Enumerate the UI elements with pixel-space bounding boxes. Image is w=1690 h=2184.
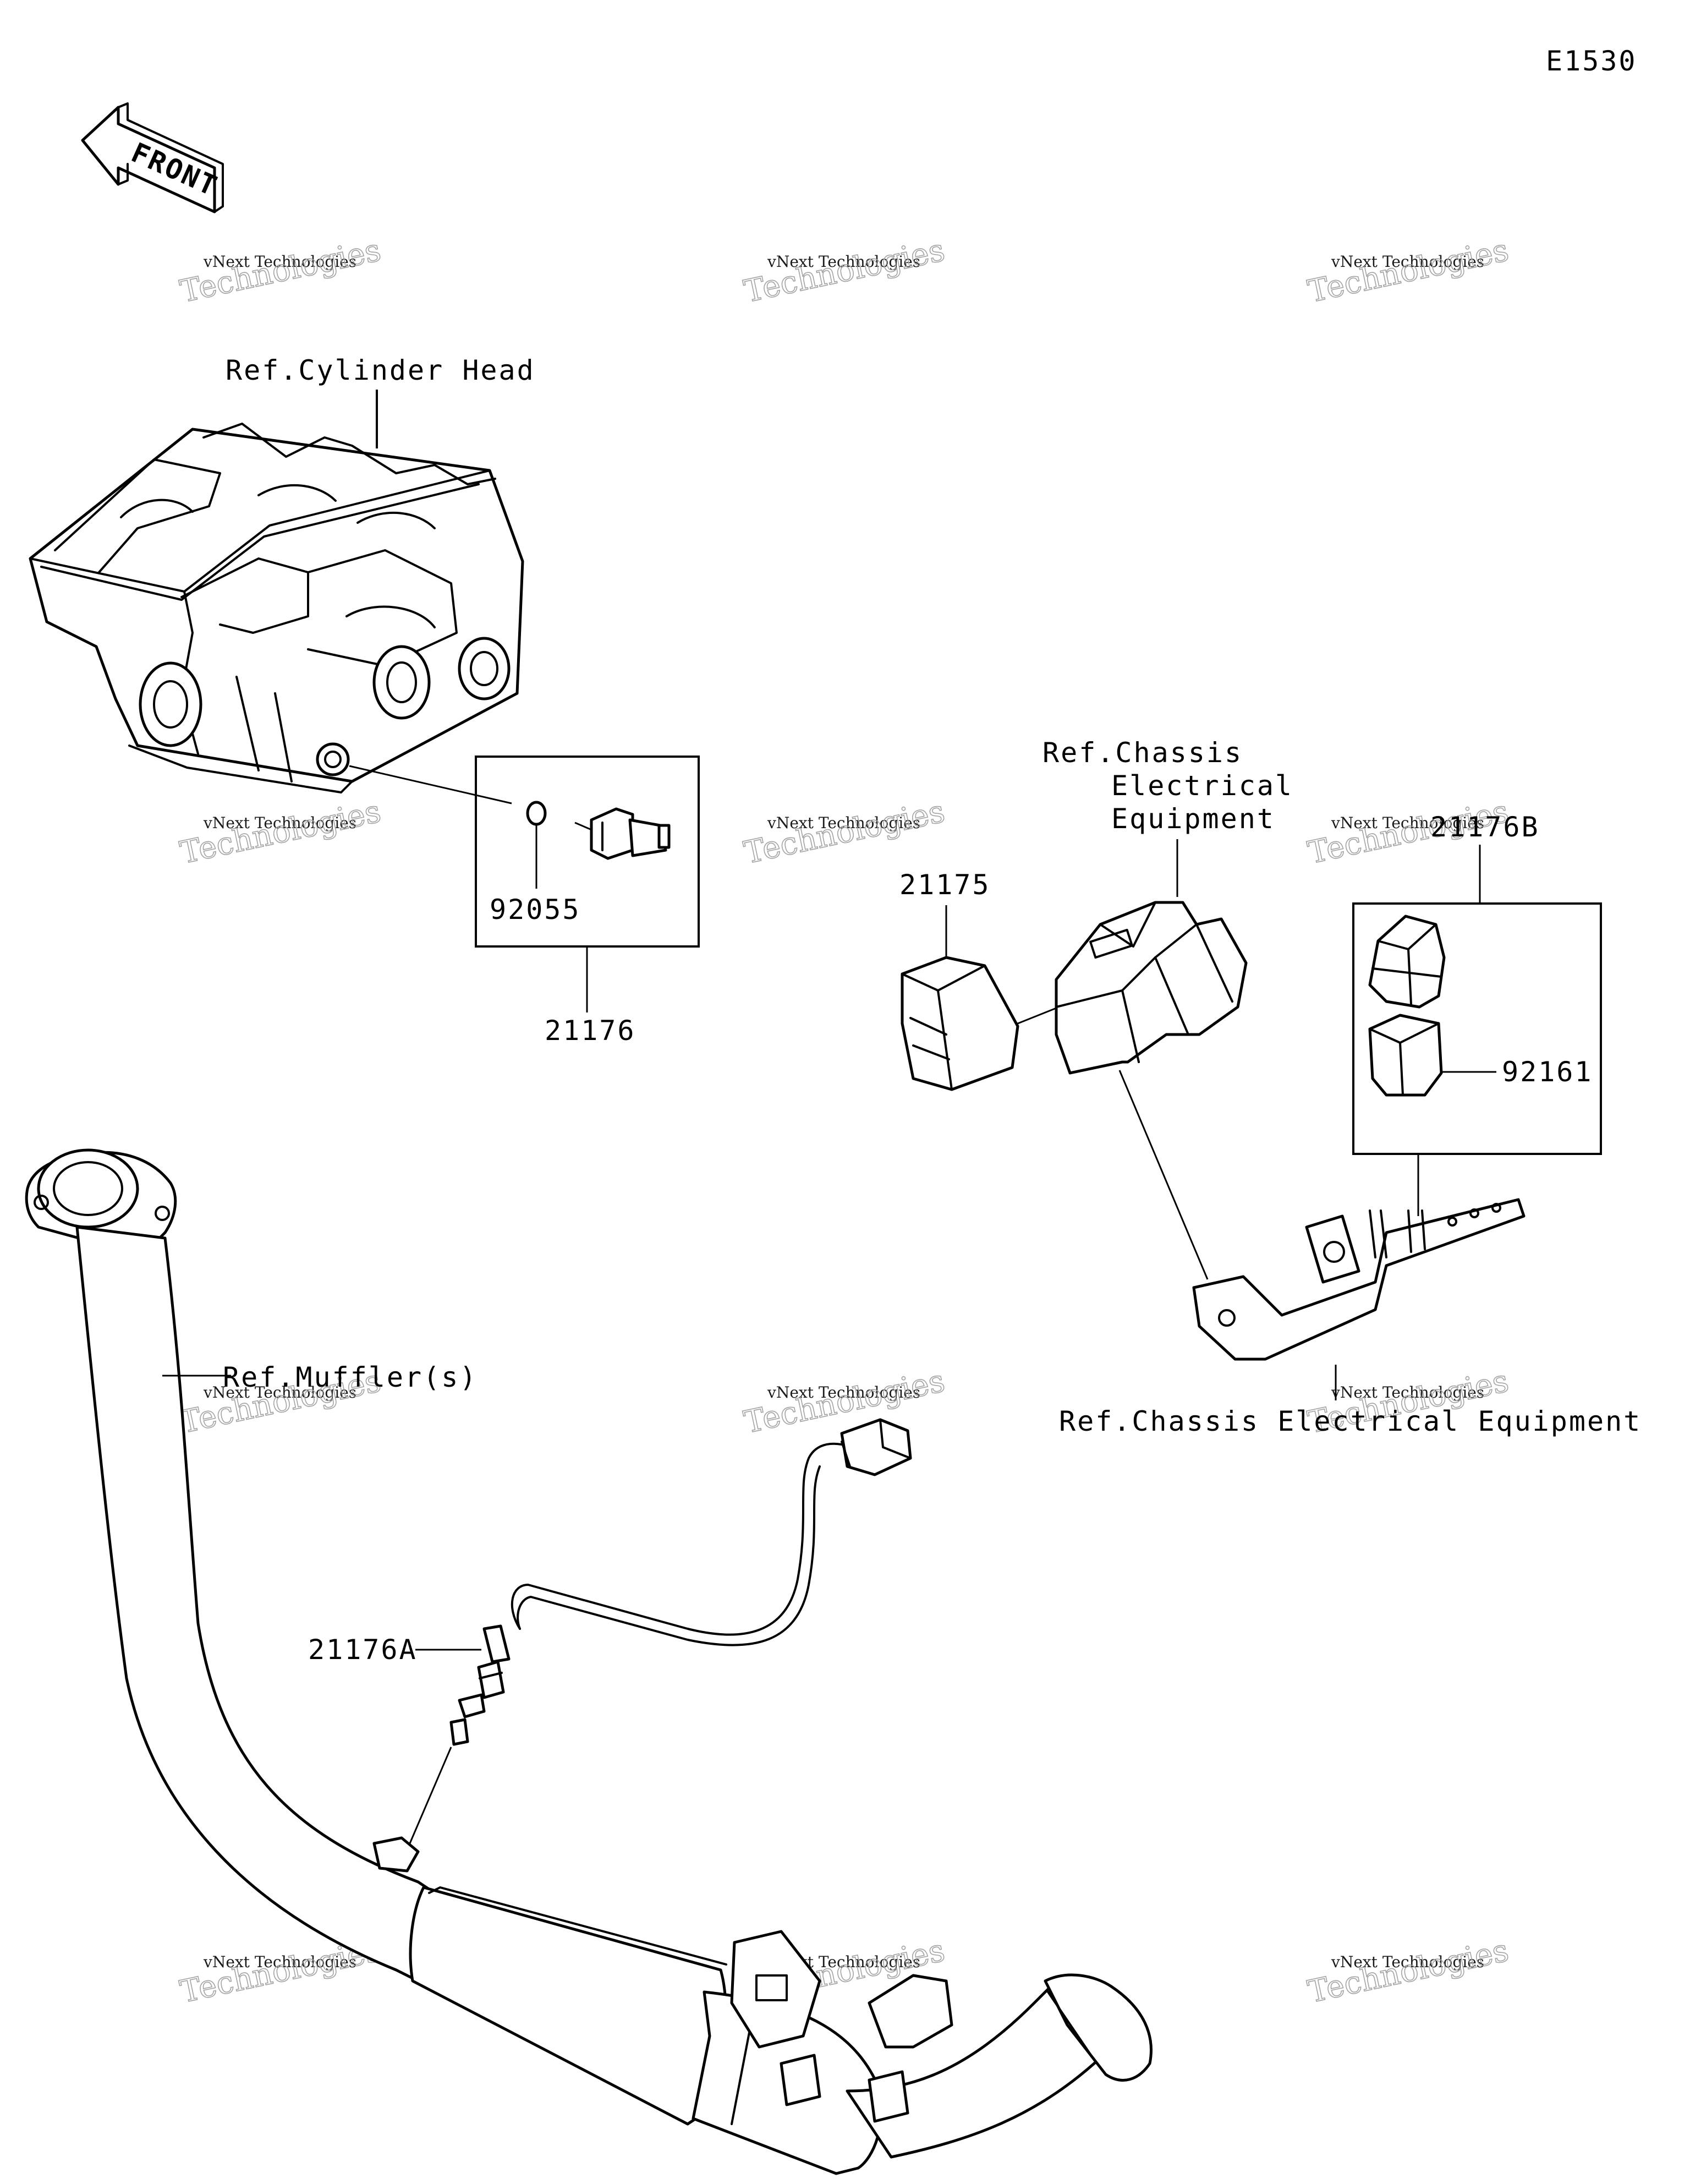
washer-92055-drawing xyxy=(526,801,547,826)
part-21176A-label: 21176A xyxy=(308,1634,418,1666)
part-21175-label: 21175 xyxy=(899,869,991,901)
ref-chassis-label-line3: Equipment xyxy=(1111,803,1275,835)
connector-21176B-drawing xyxy=(1368,915,1446,1009)
front-arrow-icon: FRONT xyxy=(81,102,224,214)
svg-text:Technologies: Technologies xyxy=(177,793,384,871)
cylinder-head-drawing xyxy=(29,423,524,793)
svg-text:vNext Technologies: vNext Technologies xyxy=(1331,1953,1484,1971)
svg-text:vNext Technologies: vNext Technologies xyxy=(767,1383,920,1402)
part-92161-label: 92161 xyxy=(1502,1056,1593,1088)
connector-21175-drawing xyxy=(901,956,1019,1091)
svg-text:Technologies: Technologies xyxy=(741,232,948,310)
svg-text:vNext Technologies: vNext Technologies xyxy=(203,253,356,271)
temperature-sensor-drawing xyxy=(574,807,671,860)
part-92055-label: 92055 xyxy=(490,894,581,926)
watermark: vNext Technologies Technologies xyxy=(740,1362,948,1441)
svg-text:vNext Technologies: vNext Technologies xyxy=(203,1383,356,1402)
svg-text:vNext Technologies: vNext Technologies xyxy=(1331,814,1484,832)
cover-92161-drawing xyxy=(1368,1014,1443,1097)
svg-text:vNext Technologies: vNext Technologies xyxy=(203,814,356,832)
ref-chassis-label-line1: Ref.Chassis xyxy=(1042,737,1243,769)
svg-text:vNext Technologies: vNext Technologies xyxy=(767,814,920,832)
part-21176B-label: 21176B xyxy=(1430,811,1540,843)
part-21176-label: 21176 xyxy=(545,1015,636,1047)
ref-mufflers-label: Ref.Muffler(s) xyxy=(223,1361,478,1393)
bracket-drawing xyxy=(1192,1198,1526,1361)
watermark: vNext Technologies Technologies xyxy=(740,232,948,310)
ref-chassis-label-line2: Electrical xyxy=(1111,770,1293,802)
watermark: vNext Technologies Technologies xyxy=(177,232,385,310)
exhaust-pipe-drawing xyxy=(25,1148,1153,2175)
part-box-21176B xyxy=(1352,902,1602,1155)
watermark: vNext Technologies Technologies xyxy=(740,793,948,871)
svg-text:Technologies: Technologies xyxy=(177,232,384,310)
svg-text:vNext Technologies: vNext Technologies xyxy=(1331,1383,1484,1402)
o2-sensor-drawing xyxy=(449,1418,912,1746)
svg-text:Technologies: Technologies xyxy=(741,793,948,871)
svg-text:Technologies: Technologies xyxy=(741,1363,948,1441)
watermark: vNext Technologies Technologies xyxy=(1304,232,1512,310)
diagram-code: E1530 xyxy=(1546,45,1637,77)
watermark: vNext Technologies Technologies xyxy=(1304,1932,1512,2010)
svg-text:Technologies: Technologies xyxy=(1305,1933,1512,2010)
ref-chassis-bottom-label: Ref.Chassis Electrical Equipment xyxy=(1059,1405,1642,1437)
watermark: vNext Technologies Technologies xyxy=(177,793,385,871)
svg-text:Technologies: Technologies xyxy=(1305,232,1512,310)
ref-cylinder-head-label: Ref.Cylinder Head xyxy=(226,354,535,386)
svg-text:vNext Technologies: vNext Technologies xyxy=(767,253,920,271)
svg-text:vNext Technologies: vNext Technologies xyxy=(203,1953,356,1971)
chassis-connector-drawing xyxy=(1055,901,1248,1075)
svg-text:vNext Technologies: vNext Technologies xyxy=(1331,253,1484,271)
